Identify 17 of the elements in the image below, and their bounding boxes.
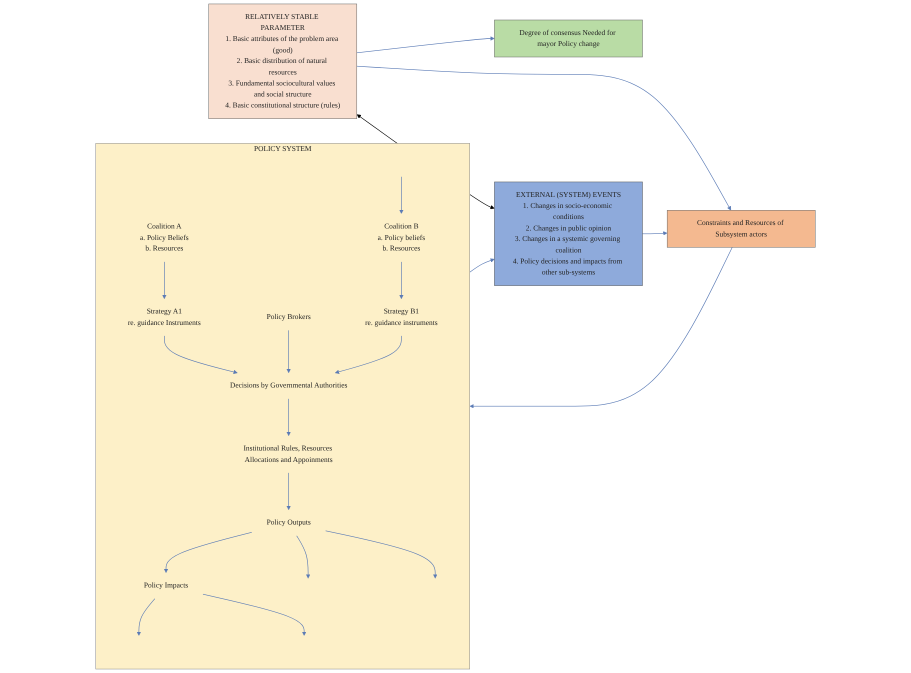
arrow [136,598,156,636]
arrow [470,247,733,408]
arrow [164,532,252,573]
arrow [286,472,291,510]
arrow [356,36,495,54]
arrow [469,258,495,273]
arrow [164,336,238,374]
arrow [286,330,291,374]
arrow [286,398,291,436]
arrow [202,594,306,636]
arrow [642,231,668,236]
arrow [399,262,404,300]
arrow [334,336,402,374]
arrow [325,530,438,579]
arrow [162,262,166,300]
arrow [399,176,404,214]
arrow [296,535,310,579]
